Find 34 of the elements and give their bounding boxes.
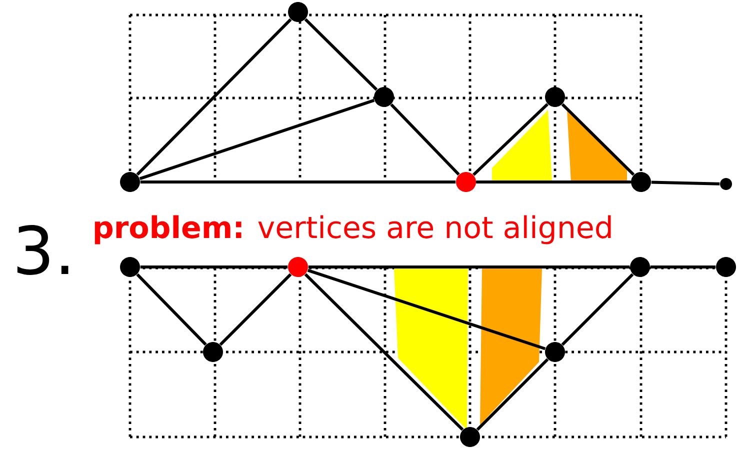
vertex-dot: [120, 172, 140, 192]
graph-edge: [304, 273, 464, 431]
graph-edge: [140, 266, 288, 268]
graph-edge: [307, 268, 546, 350]
graph-edge: [139, 98, 375, 180]
step-number: 3.: [17, 225, 68, 275]
graph-edge: [308, 266, 630, 268]
vertex-dot: [545, 87, 566, 107]
graph-edge: [561, 103, 635, 176]
graph-edge: [650, 266, 716, 268]
graph-edge: [304, 18, 378, 91]
vertex-dot: [460, 427, 480, 447]
vertex-dot: [720, 178, 732, 190]
graph-edge: [136, 273, 207, 346]
graph-edge: [476, 358, 549, 431]
graph-edge: [561, 273, 634, 346]
graph-edge: [390, 103, 460, 176]
graph-edge: [219, 273, 292, 346]
warning-text: problem: vertices are not aligned: [94, 215, 611, 244]
vertex-dot: [374, 87, 394, 107]
vertex-dot: [288, 257, 308, 277]
graph-edge: [140, 180, 456, 184]
vertex-dot: [631, 172, 652, 192]
vertex-dot: [545, 342, 566, 362]
graph-edge: [136, 18, 292, 176]
vertex-dot: [288, 2, 308, 22]
graph-edge: [476, 180, 631, 184]
graph-edge: [472, 103, 549, 176]
vertex-dot: [203, 342, 223, 362]
graph-edge: [651, 180, 720, 186]
vertex-dot: [716, 257, 736, 277]
vertex-dot: [456, 172, 476, 192]
vertex-dot: [630, 257, 650, 277]
vertex-dot: [120, 257, 140, 277]
